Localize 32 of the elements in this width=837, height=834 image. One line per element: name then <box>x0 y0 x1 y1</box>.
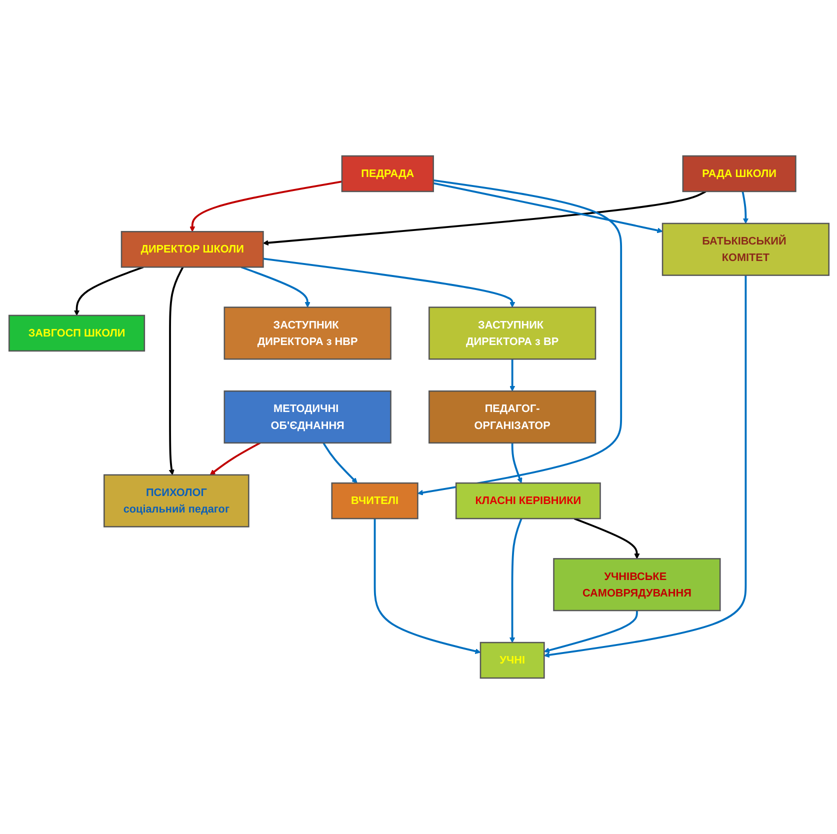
arrow <box>240 266 310 308</box>
node-box: ДИРЕКТОР ШКОЛИ <box>120 230 264 268</box>
node-box: УЧНІ <box>479 642 544 679</box>
node-box: ЗАСТУПНИК ДИРЕКТОРА з ВР <box>428 306 596 360</box>
node-box: РАДА ШКОЛИ <box>682 155 796 192</box>
arrow <box>543 610 638 654</box>
arrow <box>509 359 515 392</box>
arrow <box>189 180 342 232</box>
node-box: ЗАВГОСП ШКОЛИ <box>8 314 145 352</box>
node-box: ЗАСТУПНИК ДИРЕКТОРА з НВР <box>223 306 391 360</box>
node-box: ПЕДАГОГ-ОРГАНІЗАТОР <box>428 390 596 444</box>
node-box: МЕТОДИЧНІ ОБ'ЄДНАННЯ <box>223 390 391 444</box>
arrow <box>262 258 515 308</box>
node-box: ВЧИТЕЛІ <box>330 482 418 520</box>
arrow <box>373 518 480 654</box>
arrow <box>209 442 260 476</box>
arrow <box>543 275 746 658</box>
node-box: ПСИХОЛОГ соціальний педагог <box>103 474 249 528</box>
node-box: КЛАСНІ КЕРІВНИКИ <box>454 482 600 520</box>
arrow <box>168 266 184 476</box>
node-box: БАТЬКІВСЬКИЙ КОМІТЕТ <box>661 222 830 276</box>
arrow <box>432 182 662 234</box>
arrow <box>73 266 144 316</box>
arrow <box>262 190 706 246</box>
arrow <box>741 191 748 224</box>
node-box: ПЕДРАДА <box>340 155 434 192</box>
node-box: УЧНІВСЬКЕ САМОВРЯДУВАННЯ <box>552 558 720 612</box>
arrow <box>322 442 357 484</box>
arrow <box>508 518 522 643</box>
arrow <box>416 179 622 496</box>
arrow <box>573 518 640 559</box>
arrow <box>510 442 522 484</box>
